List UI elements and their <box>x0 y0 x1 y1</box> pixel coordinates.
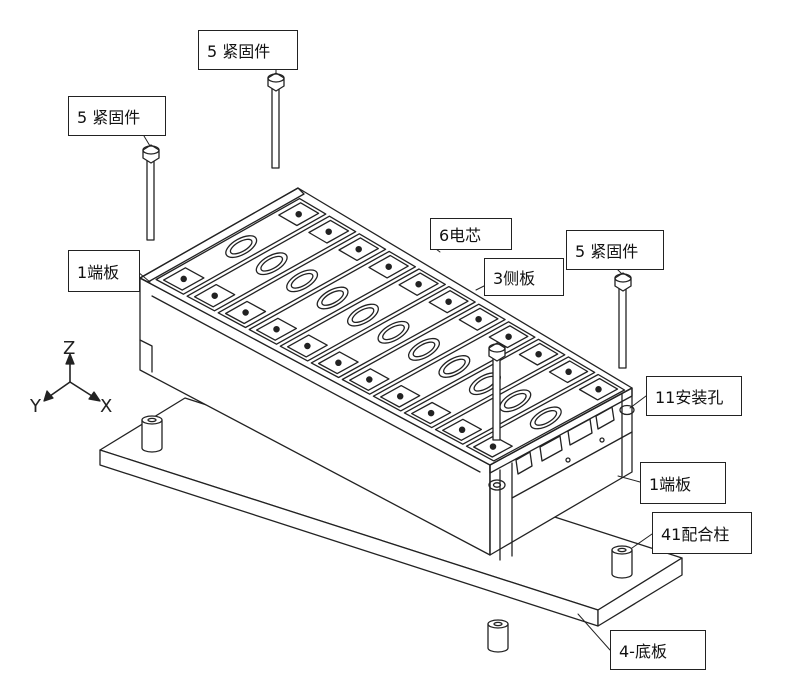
mating-post-front <box>487 619 509 653</box>
label-fastener-top: 5 紧固件 <box>198 30 298 70</box>
label-end-plate-left: 1端板 <box>68 250 140 292</box>
axis-z-label: Z <box>63 338 75 359</box>
fastener-front <box>488 342 506 441</box>
axis-y-label: Y <box>29 396 42 417</box>
cell-strip <box>186 215 357 312</box>
mating-post-back <box>141 415 163 453</box>
label-end-plate-right: 1端板 <box>640 462 726 504</box>
cell-strip <box>403 338 566 429</box>
fastener-top <box>267 72 285 169</box>
cell-strip <box>341 303 506 395</box>
cell-strip <box>155 197 327 295</box>
end-plate-holes <box>488 404 635 491</box>
cell-strip <box>248 250 417 345</box>
label-mounting-hole: 11安装孔 <box>646 376 742 416</box>
base-plate <box>99 397 683 627</box>
fastener-left <box>142 144 160 241</box>
axis-x-label: X <box>100 396 112 417</box>
axis-triad: Z X Y <box>29 338 112 417</box>
label-fastener-left: 5 紧固件 <box>68 96 166 136</box>
label-mating-post: 41配合柱 <box>652 512 752 554</box>
mating-post-right <box>611 545 633 579</box>
leader-lines <box>137 69 653 651</box>
cell-strip <box>217 233 387 329</box>
cell-strip <box>434 356 596 445</box>
cell-strip <box>310 285 476 379</box>
cell-strip <box>465 373 626 462</box>
label-cell: 6电芯 <box>430 218 512 250</box>
label-fastener-right: 5 紧固件 <box>566 230 664 270</box>
fastener-right <box>614 272 632 369</box>
label-side-plate: 3侧板 <box>484 258 564 296</box>
label-base-plate: 4-底板 <box>610 630 706 670</box>
cell-strip <box>279 268 446 362</box>
